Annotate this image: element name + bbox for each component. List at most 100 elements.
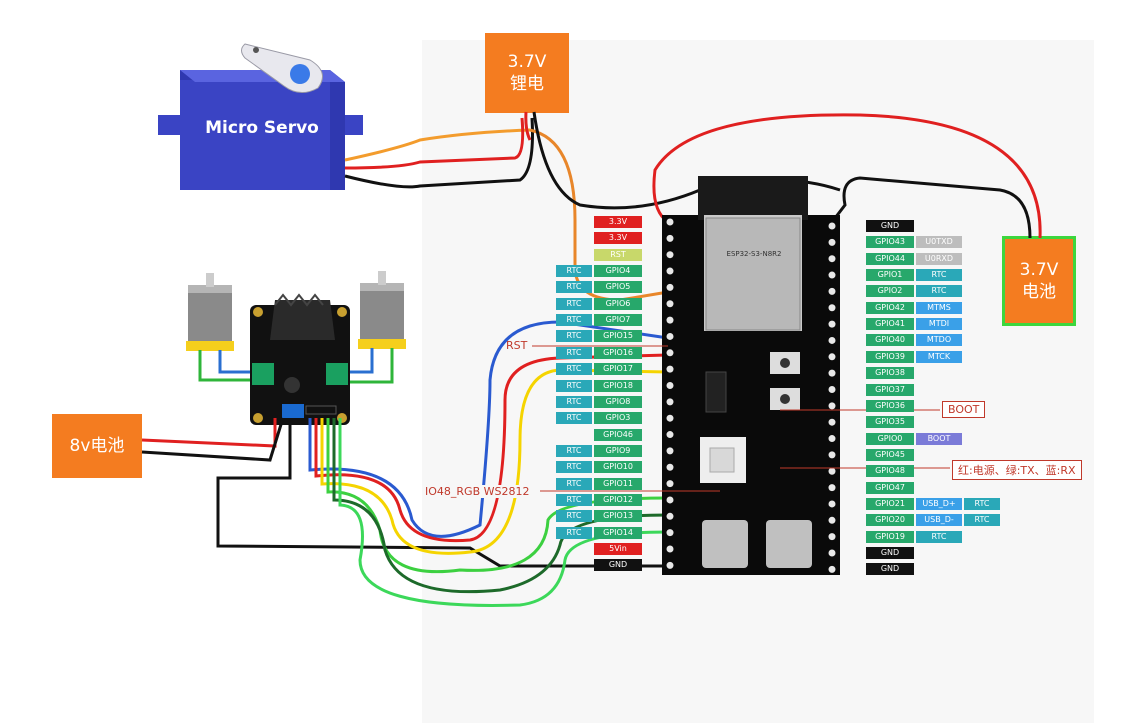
right-pin-function: U0TXD	[916, 236, 962, 249]
left-header-pin	[666, 251, 674, 259]
right-header-pin	[828, 516, 836, 524]
right-pin-label: GPIO38	[866, 367, 914, 380]
left-header-pin	[666, 316, 674, 324]
left-pin-rtc-tag: RTC	[556, 510, 592, 523]
left-pin-rtc-tag: RTC	[556, 493, 592, 506]
left-header-pin	[666, 283, 674, 291]
left-pin-label: GPIO13	[594, 510, 642, 523]
servo-battery-type: 锂电	[510, 74, 544, 94]
right-header-pin	[828, 353, 836, 361]
right-header-pin	[828, 369, 836, 377]
left-pin-label: GPIO7	[594, 314, 642, 327]
driver-battery-label: 8v电池	[69, 436, 125, 456]
left-header-pin	[666, 480, 674, 488]
right-pin-function: MTMS	[916, 301, 962, 314]
right-pin-label: GPIO20	[866, 514, 914, 527]
servo-battery: 3.7V 锂电	[485, 33, 569, 113]
left-header-pin	[666, 414, 674, 422]
right-pin-function: MTDO	[916, 334, 962, 347]
right-pin-label: GPIO48	[866, 465, 914, 478]
boot-annotation: BOOT	[942, 401, 986, 418]
left-header-pin	[666, 463, 674, 471]
io48-annotation: IO48_RGB WS2812	[425, 485, 530, 498]
left-header-pin	[666, 365, 674, 373]
left-pin-label: GPIO8	[594, 395, 642, 408]
right-header-pin	[828, 386, 836, 393]
left-header-pin	[666, 234, 674, 242]
right-header-pin	[828, 402, 836, 410]
left-header-pin	[666, 545, 674, 553]
right-header-pin	[828, 549, 836, 557]
board-battery-voltage: 3.7V	[1019, 260, 1059, 280]
left-header-pin	[666, 382, 674, 389]
left-pin-label: GPIO6	[594, 297, 642, 310]
left-header-pin	[666, 447, 674, 455]
right-header-pin	[828, 435, 836, 443]
motor-left	[186, 273, 234, 351]
right-pin-function: RTC	[916, 269, 962, 282]
left-pin-label: GPIO14	[594, 526, 642, 539]
right-pin-label: GPIO39	[866, 350, 914, 363]
left-pin-rtc-tag: RTC	[556, 363, 592, 376]
right-header-pin	[828, 467, 836, 475]
left-pin-label: GPIO46	[594, 428, 642, 441]
right-pin-label: GPIO37	[866, 383, 914, 396]
right-pin-label: GND	[866, 547, 914, 559]
left-header-pin	[666, 398, 674, 406]
left-pin-label: 5Vin	[594, 543, 642, 555]
right-header-pin	[828, 418, 836, 426]
right-header-pin	[828, 484, 836, 492]
left-header-pin	[666, 218, 674, 226]
right-pin-label: GPIO45	[866, 448, 914, 461]
right-pin-label: GPIO0	[866, 432, 914, 445]
right-pin-function-2: RTC	[964, 514, 1000, 527]
esp32-board: ESP32-S3-N8R2	[662, 176, 840, 575]
right-pin-label: GPIO47	[866, 481, 914, 494]
left-pin-label: GPIO15	[594, 330, 642, 343]
right-pin-function: BOOT	[916, 432, 962, 445]
right-pin-label: GPIO43	[866, 236, 914, 249]
left-pin-label: RST	[594, 248, 642, 261]
left-pin-label: GPIO4	[594, 265, 642, 278]
right-pin-label: GPIO42	[866, 301, 914, 314]
right-pin-function: MTDI	[916, 318, 962, 331]
left-pin-rtc-tag: RTC	[556, 379, 592, 392]
rst-annotation: RST	[506, 339, 528, 352]
left-pin-label: GPIO10	[594, 461, 642, 474]
right-pin-label: GPIO40	[866, 334, 914, 347]
right-header-pin	[828, 238, 836, 246]
left-pin-rtc-tag: RTC	[556, 444, 592, 457]
right-header-pin	[828, 304, 836, 312]
right-header-pin	[828, 533, 836, 541]
right-pin-label: GPIO35	[866, 416, 914, 429]
motor-right	[358, 271, 406, 349]
right-header-pin	[828, 222, 836, 230]
left-pin-label: GND	[594, 559, 642, 572]
left-header-pin	[666, 332, 674, 340]
right-pin-function: RTC	[916, 285, 962, 298]
servo-label: Micro Servo	[205, 118, 319, 138]
left-header-pin	[666, 512, 674, 520]
left-pin-label: GPIO16	[594, 346, 642, 359]
left-pin-label: GPIO18	[594, 379, 642, 392]
right-pin-label: GPIO36	[866, 399, 914, 412]
right-pin-label: GPIO44	[866, 252, 914, 265]
right-pin-function: U0RXD	[916, 252, 962, 265]
right-pin-function: MTCK	[916, 350, 962, 363]
right-header-pin	[828, 451, 836, 459]
left-pin-label: GPIO3	[594, 412, 642, 425]
right-header-pin	[828, 320, 836, 328]
right-pin-function: USB_D+	[916, 497, 962, 510]
left-pin-rtc-tag: RTC	[556, 265, 592, 278]
right-pin-label: GPIO1	[866, 269, 914, 282]
right-header-pin	[828, 565, 836, 573]
right-header-pin	[828, 271, 836, 279]
left-header-pin	[666, 349, 674, 357]
left-header-pin	[666, 496, 674, 504]
left-pin-rtc-tag: RTC	[556, 526, 592, 539]
left-pin-rtc-tag: RTC	[556, 395, 592, 408]
motor-driver	[250, 293, 350, 425]
left-pin-label: GPIO12	[594, 493, 642, 506]
